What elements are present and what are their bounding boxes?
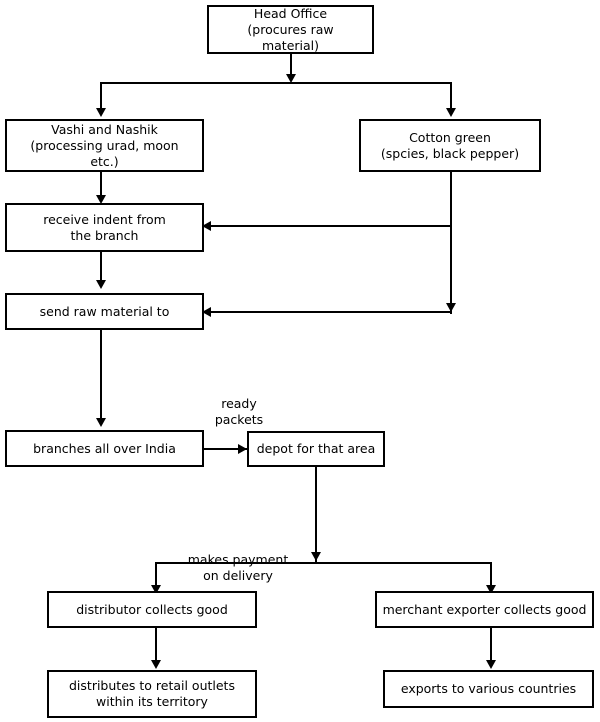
node-send-raw-material[interactable]: send raw material to <box>5 293 204 330</box>
node-vashi-nashik-line2: (processing urad, moon etc.) <box>30 137 179 169</box>
node-head-office-line2: (procures raw material) <box>247 21 334 53</box>
node-depot-label: depot for that area <box>256 441 376 456</box>
node-merchant-exporter-collects-good[interactable]: merchant exporter collects good <box>375 591 594 628</box>
node-distributes-retail-line1: distributes to retail outlets <box>69 678 235 693</box>
arrow-to-distributes-retail <box>151 660 161 669</box>
edge-branches-to-depot <box>203 448 247 450</box>
node-cotton-green-line2: (spcies, black pepper) <box>380 145 520 161</box>
node-head-office[interactable]: Head Office (procures raw material) <box>207 5 374 54</box>
edge-merchant-down <box>490 628 492 664</box>
node-cotton-green-line1: Cotton green <box>409 129 491 145</box>
node-exports-label: exports to various countries <box>400 681 577 696</box>
edge-split-bar-bottom <box>155 562 492 564</box>
node-vashi-nashik[interactable]: Vashi and Nashik (processing urad, moon … <box>5 119 204 172</box>
edge-right-to-receive-indent <box>210 225 452 227</box>
arrow-left-into-send-raw <box>202 307 211 317</box>
node-vashi-nashik-line1: Vashi and Nashik <box>51 121 158 137</box>
edge-split-left-down <box>100 82 102 114</box>
arrow-headoffice-down <box>286 74 296 83</box>
edge-headoffice-down <box>290 54 292 78</box>
arrow-to-exports <box>486 660 496 669</box>
edge-split-bottom-left-down <box>155 562 157 590</box>
node-head-office-line1: Head Office <box>253 5 328 21</box>
edge-split-bottom-right-down <box>490 562 492 590</box>
node-exports-to-various-countries[interactable]: exports to various countries <box>383 670 594 708</box>
edge-label-makes-payment: makes payment on delivery <box>187 552 289 583</box>
edge-label-ready-packets: ready packets <box>214 396 264 427</box>
edge-split-bar-top <box>100 82 452 84</box>
node-branches-all-over-india[interactable]: branches all over India <box>5 430 204 467</box>
node-send-raw-material-label: send raw material to <box>39 303 170 319</box>
edge-depot-down <box>315 466 317 562</box>
edge-vashi-to-receive <box>100 172 102 200</box>
edge-send-to-branches <box>100 330 102 422</box>
node-cotton-green[interactable]: Cotton green (spcies, black pepper) <box>359 119 541 172</box>
arrow-depot-down <box>311 552 321 561</box>
node-receive-indent-line2: the branch <box>70 227 139 243</box>
node-branches-label: branches all over India <box>33 440 176 456</box>
node-receive-indent[interactable]: receive indent from the branch <box>5 203 204 252</box>
arrow-to-branches <box>96 418 106 427</box>
arrow-right-into-depot <box>238 444 247 454</box>
node-distributes-retail-line2: within its territory <box>96 694 208 709</box>
edge-split-right-down <box>450 82 452 114</box>
edge-cottongreen-down <box>450 172 452 314</box>
node-depot-for-that-area[interactable]: depot for that area <box>247 431 385 467</box>
node-merchant-exporter-label: merchant exporter collects good <box>382 601 587 617</box>
arrow-to-distributor <box>151 585 161 594</box>
arrow-to-merchant-exporter <box>486 585 496 594</box>
arrow-down-right-corner <box>446 303 456 312</box>
node-distributor-collects-good[interactable]: distributor collects good <box>47 591 257 628</box>
arrow-to-vashi <box>96 108 106 117</box>
edge-receive-to-send <box>100 252 102 284</box>
node-receive-indent-line1: receive indent from <box>43 211 166 227</box>
arrow-to-send-raw-material <box>96 280 106 289</box>
arrow-left-into-receive-indent <box>202 221 211 231</box>
arrow-to-receive-indent <box>96 195 106 204</box>
node-distributor-label: distributor collects good <box>76 601 228 617</box>
arrow-to-cottongreen <box>446 108 456 117</box>
edge-distributor-down <box>155 628 157 664</box>
node-distributes-to-retail-outlets[interactable]: distributes to retail outlets within its… <box>47 670 257 718</box>
edge-right-to-send-raw <box>210 311 452 313</box>
